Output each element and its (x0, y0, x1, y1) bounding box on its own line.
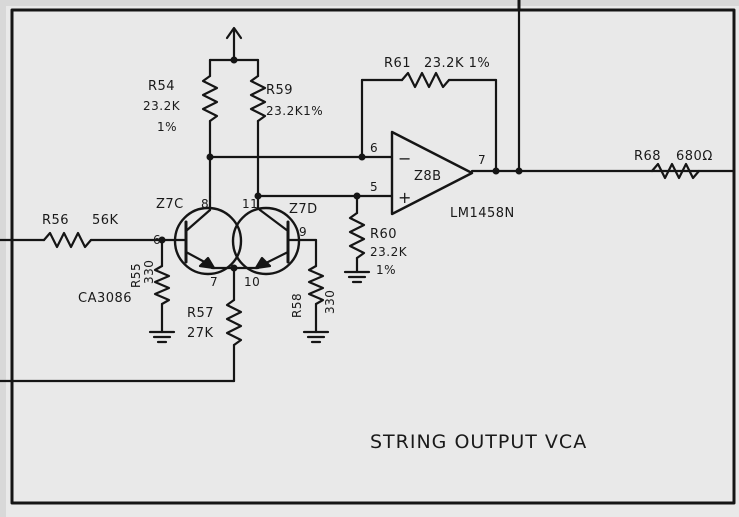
r59-value: 23.2K1% (266, 104, 323, 118)
supply-arrow-icon (225, 26, 243, 40)
pin-6-left: 6 (153, 233, 161, 247)
paper (6, 6, 739, 517)
r57-ref: R57 (187, 306, 214, 321)
z7d-ref: Z7D (289, 202, 318, 217)
r61-value: 23.2K 1% (424, 56, 490, 71)
junction-dots (158, 56, 523, 272)
r56-resistor (42, 231, 93, 249)
r59-resistor (249, 74, 267, 123)
r58-value: 330 (323, 290, 337, 314)
r68-ref: R68 (634, 149, 661, 164)
opamp-plus-sign: + (398, 188, 412, 207)
r60-tolerance: 1% (376, 263, 396, 277)
r61-resistor (400, 71, 451, 89)
r55-resistor (153, 264, 171, 306)
z8b-opamp (390, 130, 474, 216)
r59-ref: R59 (266, 83, 293, 98)
pin-5-opamp: 5 (370, 180, 378, 194)
r58-resistor (307, 264, 325, 306)
r68-value: 680Ω (676, 149, 713, 164)
r56-value: 56K (92, 213, 119, 228)
opamp-minus-sign: − (398, 149, 412, 168)
r54-tolerance: 1% (157, 120, 177, 134)
r55-ref: R55 (129, 263, 143, 288)
schematic-title: STRING OUTPUT VCA (370, 431, 587, 453)
r68-resistor (650, 162, 701, 180)
r56-ref: R56 (42, 213, 69, 228)
pin-7-left: 7 (210, 275, 218, 289)
r57-resistor (225, 298, 243, 347)
pin-10: 10 (244, 275, 260, 289)
r60-ref: R60 (370, 227, 397, 242)
r54-value: 23.2K (143, 99, 181, 113)
ca3086-part: CA3086 (78, 291, 132, 306)
pin-9: 9 (299, 225, 307, 239)
z7c-ref: Z7C (156, 197, 184, 212)
r61-ref: R61 (384, 56, 411, 71)
pin-11: 11 (242, 197, 258, 211)
pin-8: 8 (201, 197, 209, 211)
z7c-transistor (173, 206, 243, 276)
emitter-arrow-icon (254, 256, 272, 270)
r54-resistor (201, 74, 219, 123)
r60-value: 23.2K (370, 245, 408, 259)
emitter-arrow-icon (198, 256, 216, 270)
r60-resistor (348, 211, 366, 260)
z8b-ref: Z8B (414, 169, 442, 184)
r55-value: 330 (142, 260, 156, 284)
z8b-part: LM1458N (450, 206, 515, 221)
pin-7-opamp: 7 (478, 153, 486, 167)
r58-ref: R58 (290, 293, 304, 318)
r54-ref: R54 (148, 79, 175, 94)
pin-6-opamp: 6 (370, 141, 378, 155)
r57-value: 27K (187, 326, 214, 341)
sheet-border (10, 8, 736, 505)
